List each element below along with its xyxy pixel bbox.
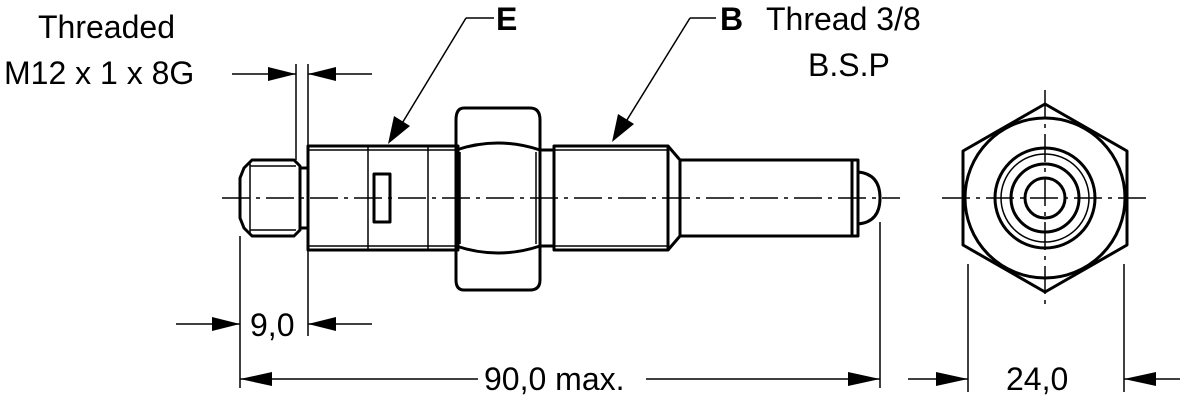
tip-thread-body: [238, 158, 302, 238]
label-dim-90: 90,0 max.: [484, 361, 625, 397]
side-view: [222, 106, 900, 292]
dim-9: [176, 236, 372, 388]
dim-24: [908, 372, 1180, 386]
dim-threaded-top: [232, 64, 372, 160]
label-threaded-line2: M12 x 1 x 8G: [4, 55, 194, 91]
leader-b: [612, 17, 716, 142]
label-dim-24: 24,0: [1006, 361, 1068, 397]
label-dim-9: 9,0: [250, 307, 294, 343]
dim-90: [240, 222, 881, 388]
ball-tip: [856, 170, 882, 226]
label-b-thread-line1: Thread 3/8: [766, 1, 921, 37]
end-view: [942, 90, 1150, 392]
label-b-thread-line2: B.S.P: [808, 47, 890, 83]
label-threaded-line1: Threaded: [38, 9, 175, 45]
leader-e: [388, 17, 494, 144]
hex-nut-side: [454, 106, 542, 292]
label-e: E: [496, 1, 517, 37]
label-b: B: [720, 1, 743, 37]
